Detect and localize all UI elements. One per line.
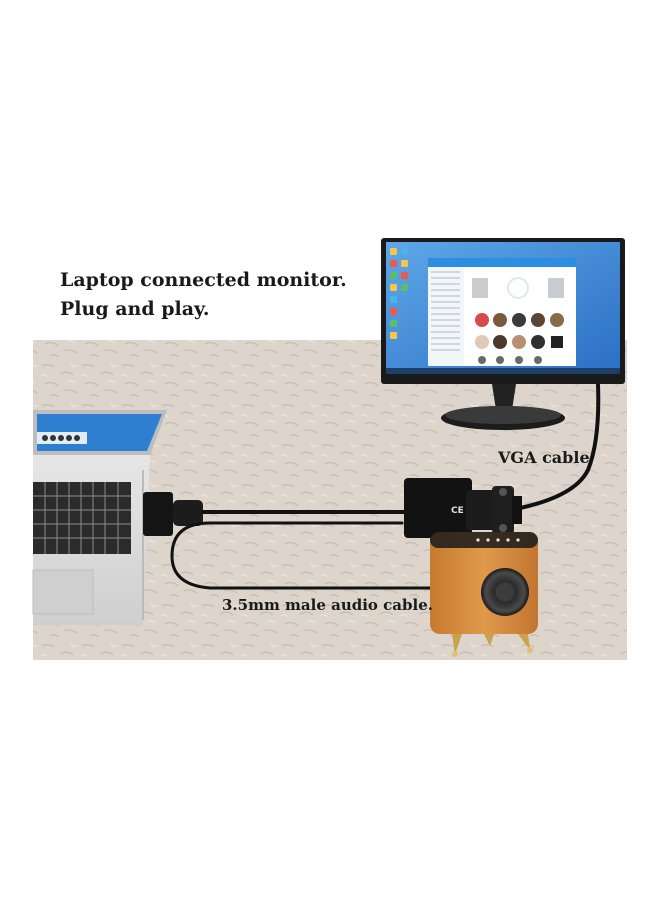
vga-adapter [404, 478, 522, 538]
laptop-keyboard [33, 482, 131, 554]
headline-line-1: Laptop connected monitor. [60, 269, 347, 291]
adapter-ce-mark: CE [451, 506, 464, 516]
vga-cable-label: VGA cable [498, 448, 590, 467]
monitor [381, 238, 625, 430]
audio-cable-label: 3.5mm male audio cable. [222, 596, 433, 614]
desktop-icons [390, 248, 408, 339]
cables [170, 383, 601, 590]
vga-cable [518, 383, 601, 510]
laptop-touchpad [32, 569, 94, 615]
headline-line-2: Plug and play. [60, 298, 210, 320]
taskbar [386, 368, 620, 374]
headline: Laptop connected monitor. Plug and play. [60, 266, 347, 324]
speaker [430, 532, 538, 657]
audio-cable [170, 521, 442, 590]
album-thumbnails [475, 313, 564, 364]
laptop [32, 410, 167, 625]
app-window [428, 258, 576, 366]
hdmi-plug [143, 492, 203, 536]
